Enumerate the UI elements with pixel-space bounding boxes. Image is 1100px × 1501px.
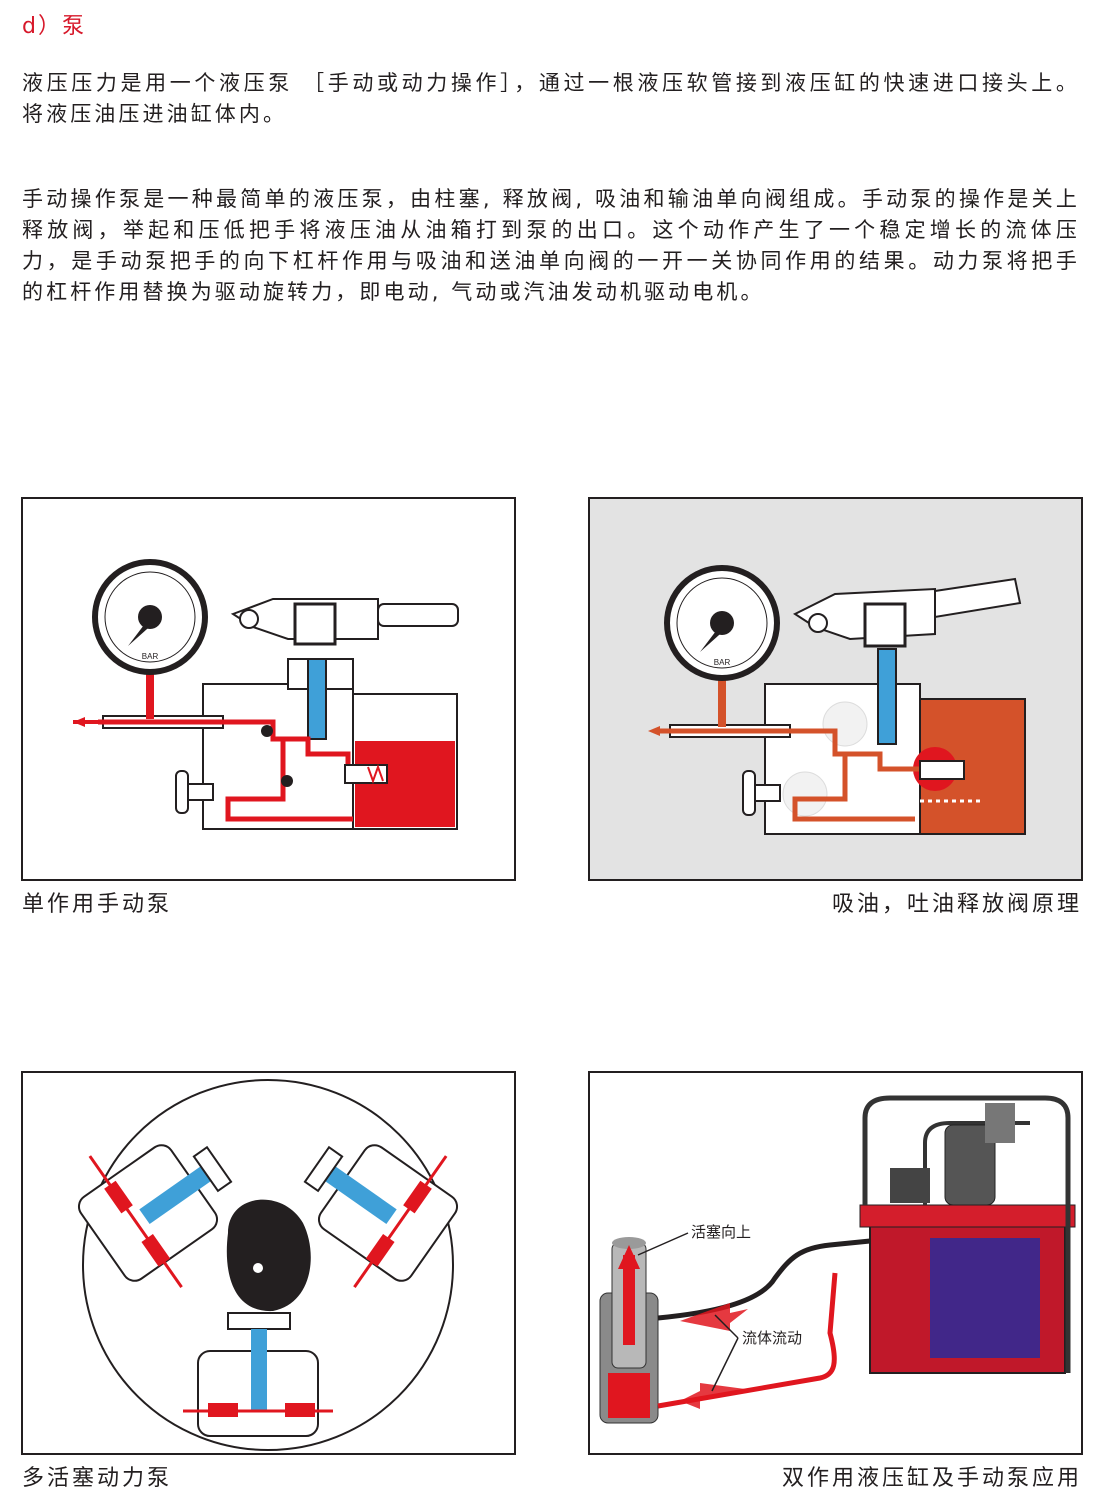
hose-upper [657,1238,871,1321]
double-acting-cylinder-diagram: 活塞向上 流体流动 [599,1095,1076,1424]
paragraph-hand-pump: 手动操作泵是一种最简单的液压泵，由柱塞, 释放阀, 吸油和输油单向阀组成。手动泵… [22,187,1080,304]
piston-block-left [77,1144,233,1288]
caption-single-acting-hand-pump: 单作用手动泵 [22,892,173,917]
callout-piston-up: 活塞向上 [691,1223,751,1241]
section-heading: d）泵 [22,14,86,39]
flow-arrow-upper [680,1303,748,1331]
paragraph-intro: 液压压力是用一个液压泵 ［手动或动力操作］，通过一根液压软管接到液压缸的快速进口… [22,71,1080,126]
oil-passage [225,719,353,822]
hose-lower [657,1272,838,1409]
handle-grip [934,577,1022,619]
handle-grip [377,603,459,627]
caption-suction-discharge-principle: 吸油，吐油释放阀原理 [831,892,1082,917]
gauge-label: BAR [714,658,731,667]
figure-single-acting-hand-pump: BAR [21,497,516,881]
single-acting-pump-diagram: BAR [73,559,459,830]
pressure-gauge: BAR [92,559,208,675]
figure-multi-piston-power-pump [21,1071,516,1455]
release-valve-knob [175,770,189,814]
flow-arrow-lower [680,1383,745,1409]
suction-discharge-diagram: BAR [648,565,1026,835]
gauge-label: BAR [142,652,159,661]
check-valve [919,760,965,780]
hydraulic-cylinder [599,1237,659,1424]
caption-double-acting-cylinder: 双作用液压缸及手动泵应用 [781,1466,1082,1491]
release-valve-knob [742,770,756,816]
piston-up-arrow [618,1245,640,1269]
eccentric-cam [226,1199,311,1312]
oil-passage [792,728,915,822]
figure-suction-discharge-principle: BAR [588,497,1083,881]
figure-double-acting-cylinder: 活塞向上 流体流动 [588,1071,1083,1455]
caption-multi-piston-power-pump: 多活塞动力泵 [22,1466,173,1491]
multi-piston-diagram [77,1079,459,1451]
pressure-gauge: BAR [664,565,780,681]
flow-arrow [648,726,660,736]
plunger [877,648,897,745]
plunger [307,658,327,740]
piston-block-right [303,1144,459,1288]
callout-fluid-flow: 流体流动 [742,1329,802,1347]
electric-power-unit [859,1095,1076,1374]
